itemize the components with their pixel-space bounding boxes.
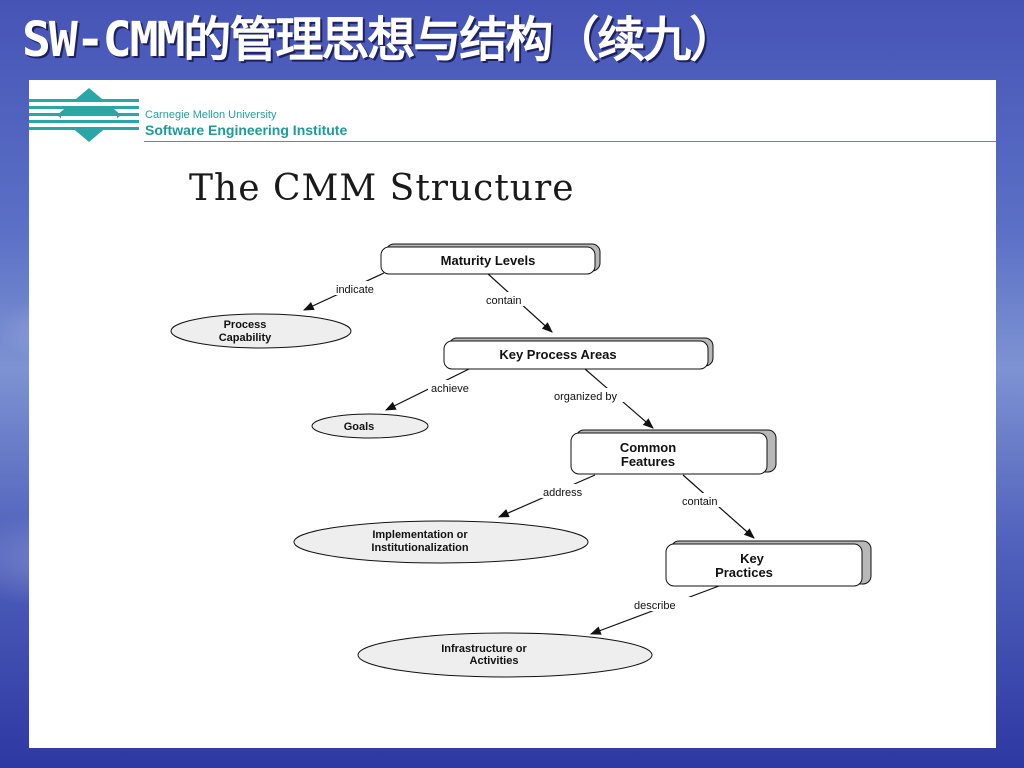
- svg-text:Activities: Activities: [470, 655, 519, 667]
- ellipse-goals: Goals: [311, 413, 429, 439]
- svg-text:Maturity Levels: Maturity Levels: [441, 253, 536, 268]
- svg-text:Infrastructure or: Infrastructure or: [441, 643, 527, 655]
- svg-text:Key Process Areas: Key Process Areas: [499, 347, 616, 362]
- edge-label-indicate: indicate: [336, 284, 374, 296]
- node-key-practices: Key Practices: [665, 540, 872, 587]
- university-name: Carnegie Mellon University: [145, 109, 277, 121]
- edge-label-achieve: achieve: [431, 383, 469, 395]
- diagram-title: The CMM Structure: [189, 168, 575, 209]
- institute-name: Software Engineering Institute: [145, 122, 348, 138]
- svg-text:Institutionalization: Institutionalization: [371, 542, 468, 554]
- svg-text:Features: Features: [621, 454, 675, 469]
- edge-label-address: address: [543, 487, 583, 499]
- slide-content-panel: Carnegie Mellon University Software Engi…: [29, 80, 996, 748]
- svg-text:Key: Key: [740, 551, 765, 566]
- edge-achieve: [385, 368, 470, 411]
- slide-title: SW-CMM的管理思想与结构（续九）: [22, 12, 737, 68]
- header-divider: [144, 141, 996, 142]
- edge-label-organized-by: organized by: [554, 391, 617, 403]
- cmm-structure-diagram: indicate contain achieve organized by ad…: [170, 243, 872, 678]
- edge-label-describe: describe: [634, 600, 676, 612]
- node-common-features: Common Features: [570, 429, 777, 475]
- svg-text:Implementation or: Implementation or: [372, 529, 468, 541]
- svg-text:Process: Process: [224, 319, 267, 331]
- sei-logo-icon: [29, 88, 139, 142]
- ellipse-implementation: Implementation or Institutionalization: [293, 520, 589, 564]
- ellipse-process-capability: Process Capability: [170, 313, 352, 349]
- node-key-process-areas: Key Process Areas: [443, 337, 714, 370]
- edge-label-contain-1: contain: [486, 295, 521, 307]
- svg-text:Common: Common: [620, 440, 676, 455]
- ellipse-infrastructure: Infrastructure or Activities: [357, 632, 653, 678]
- svg-text:Goals: Goals: [344, 421, 375, 433]
- svg-text:Capability: Capability: [219, 332, 272, 344]
- node-maturity-levels: Maturity Levels: [380, 243, 601, 275]
- svg-text:Practices: Practices: [715, 565, 773, 580]
- edge-label-contain-2: contain: [682, 496, 717, 508]
